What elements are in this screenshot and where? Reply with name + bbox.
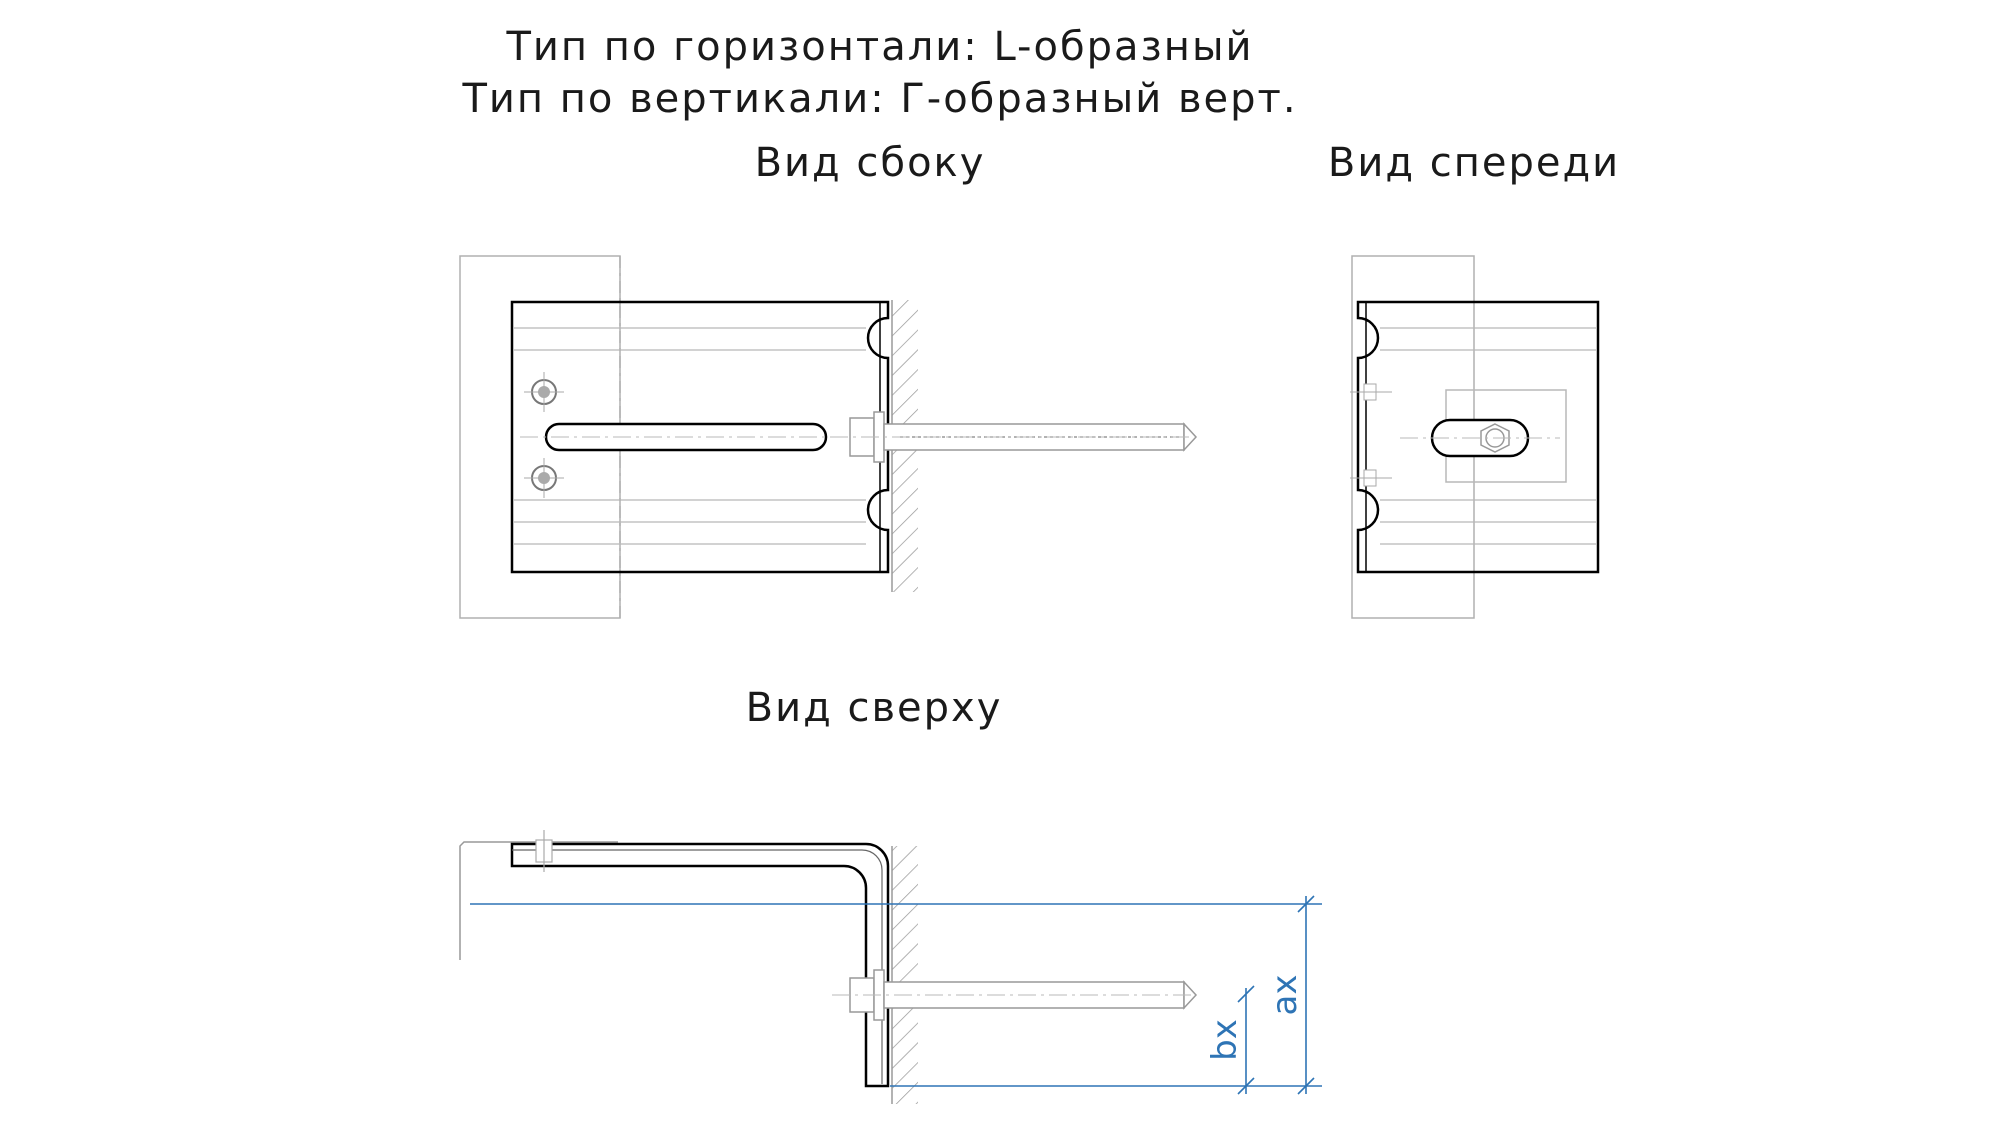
vertical-type-caption: Тип по вертикали: Г-образный верт. [462,76,1298,122]
top-rivet [535,830,553,872]
l-bracket-top [510,842,890,1088]
rivet-top [524,372,564,412]
front-view [1350,255,1600,619]
front-view-title: Вид спереди [1327,140,1621,186]
rivet-bottom [524,458,564,498]
top-wall-hatch [892,846,918,1104]
corrugation-lines [514,327,866,545]
top-view: ax bx [459,830,1322,1104]
front-corrugation-lines [1380,327,1596,545]
dimension-b-label: bx [1205,1019,1245,1061]
side-view [459,255,1198,619]
dimension-a-label: ax [1265,975,1305,1016]
side-view-title: Вид сбоку [754,140,986,186]
bracket-side-outline [510,300,890,574]
nut-hex [1480,423,1510,453]
l-bracket-inner [512,849,883,1084]
top-view-title: Вид сверху [745,685,1003,731]
dimension-lines [470,895,1322,1095]
front-rivets [1350,383,1392,487]
horizontal-type-caption: Тип по горизонтали: L-образный [506,24,1254,70]
